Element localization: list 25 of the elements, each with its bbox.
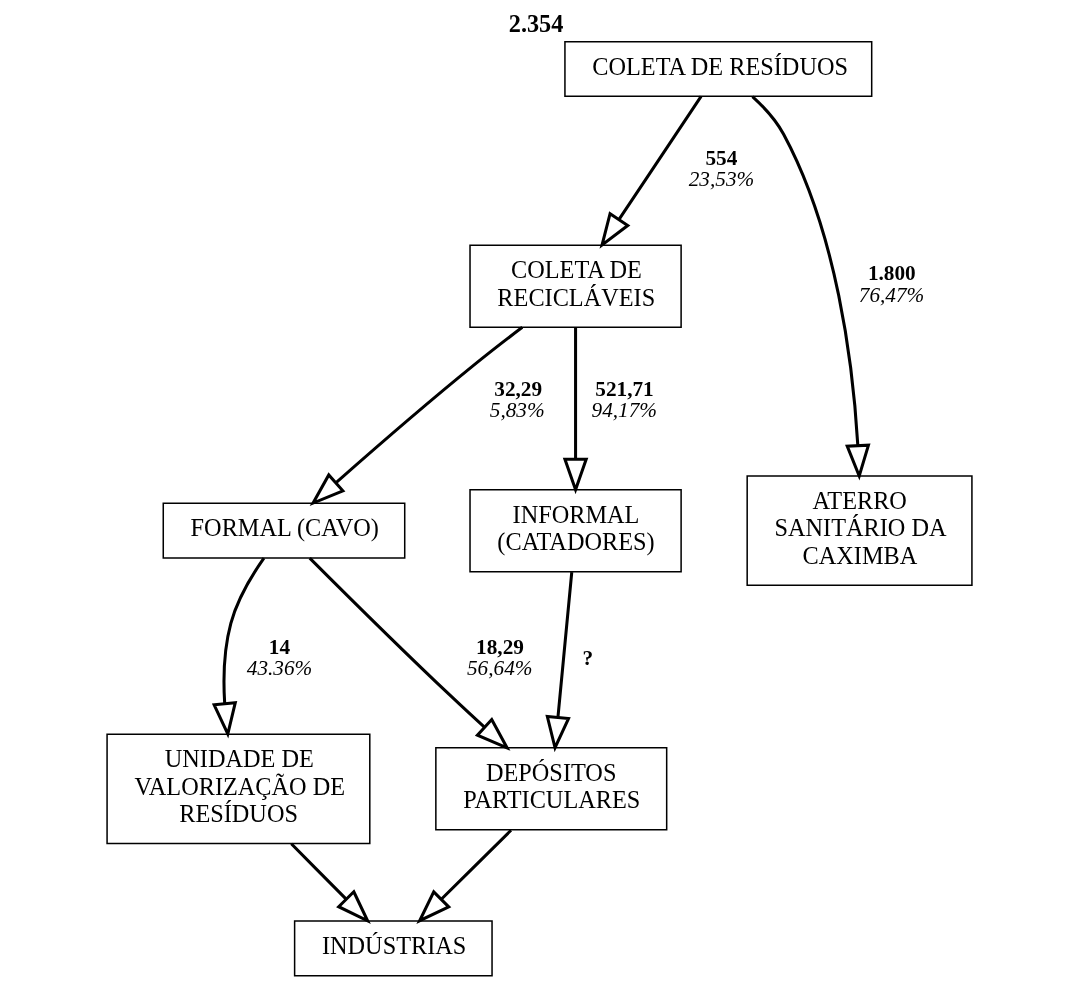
edge-label: 32,29 5,83% <box>489 376 545 423</box>
node-box: COLETA DE RESÍDUOS <box>563 40 872 98</box>
node-box: INFORMAL (CATADORES) <box>468 488 682 573</box>
node-box: DEPÓSITOS PARTICULARES <box>434 747 667 831</box>
edge-label: 1.800 76,47% <box>858 261 924 307</box>
arrow <box>308 557 510 751</box>
node-box: FORMAL (CAVO) <box>162 502 405 559</box>
arrow <box>599 95 702 249</box>
node-box: ATERRO SANITÁRIO DA CAXIMBA <box>745 475 973 587</box>
arrow <box>562 327 588 495</box>
arrow <box>544 571 573 753</box>
arrow <box>289 842 371 925</box>
arrow <box>309 326 523 507</box>
node-box: UNIDADE DE VALORIZAÇÃO DE RESÍDUOS <box>105 733 371 845</box>
arrow <box>415 829 512 924</box>
edge-label: 18,29 56,64% <box>466 635 532 681</box>
edge-label: 521,71 94,17% <box>591 376 657 423</box>
arrow <box>750 95 871 481</box>
node-box: INDÚSTRIAS <box>293 920 493 977</box>
edge-label: 14 43.36% <box>246 635 312 681</box>
arrow <box>211 557 265 739</box>
edge-label: 554 23,53% <box>688 146 754 192</box>
edge-label: ? <box>581 645 593 670</box>
node-box: COLETA DE RECICLÁVEIS <box>468 244 682 328</box>
node-label: 2.354 <box>508 10 563 38</box>
